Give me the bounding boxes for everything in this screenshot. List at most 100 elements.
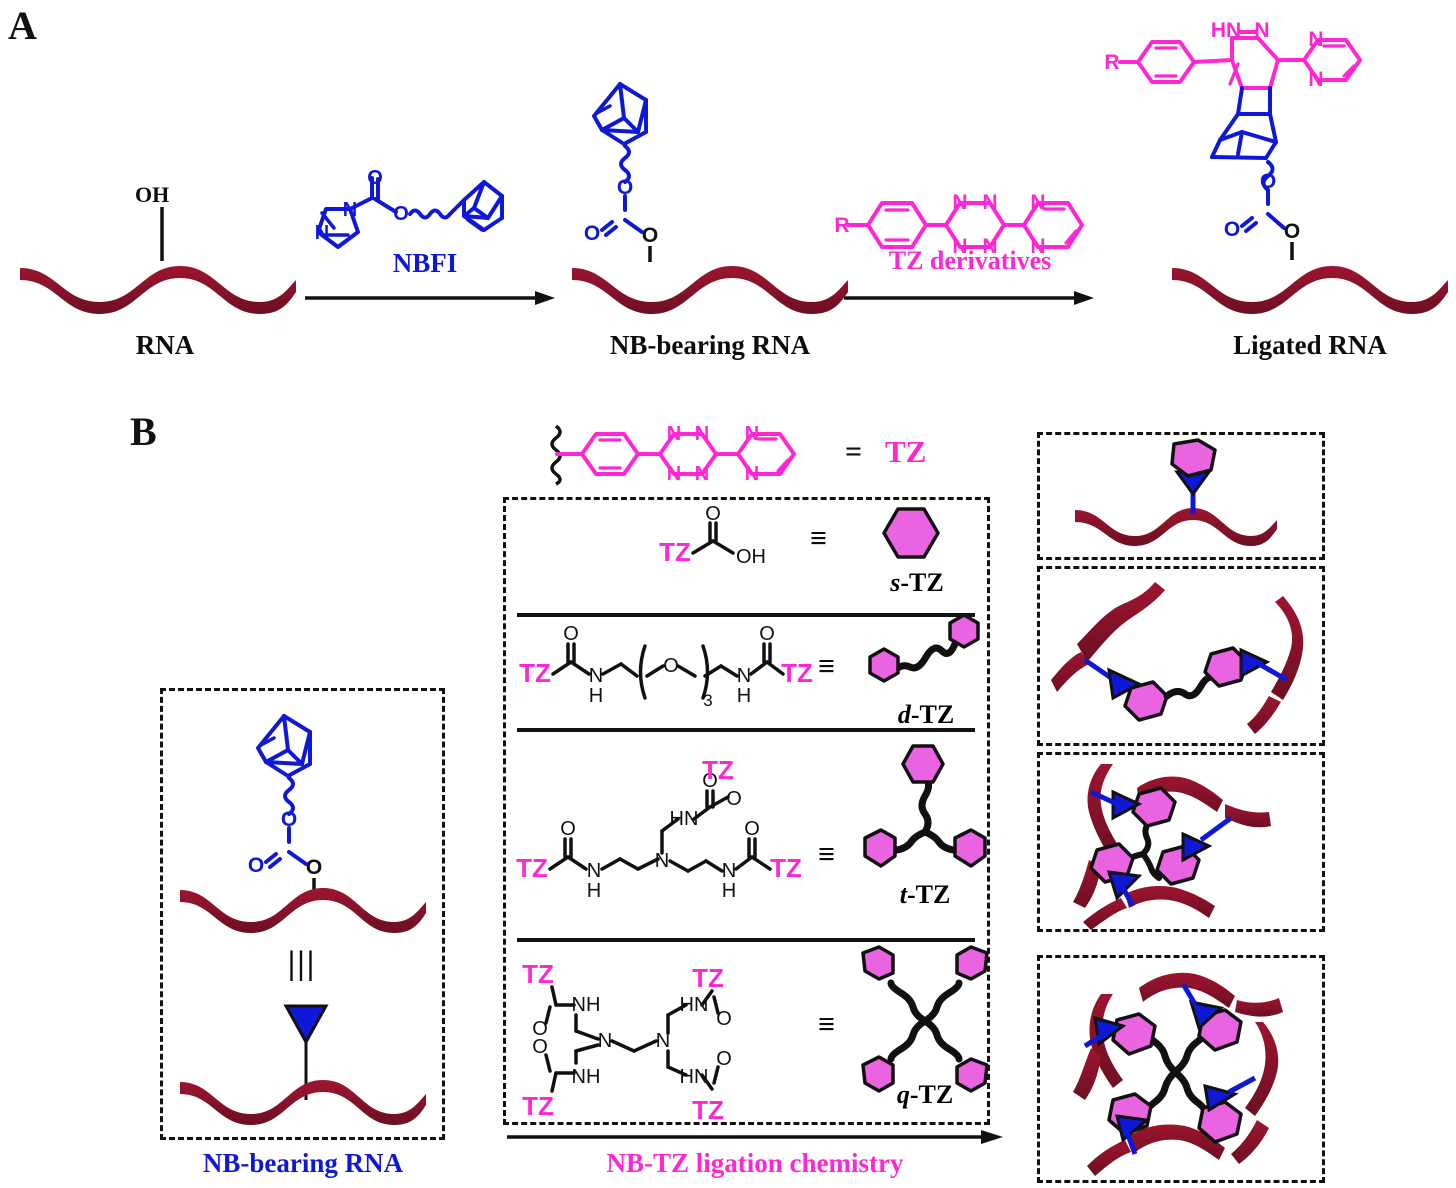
svg-text:O: O [393, 203, 409, 225]
svg-text:TZ: TZ [522, 1091, 554, 1121]
svg-text:H: H [737, 685, 751, 707]
product-t-tz-cartoon [1073, 764, 1271, 930]
ligated-rna-structure: R HN N N N O O O [1104, 19, 1362, 260]
svg-text:N: N [1254, 19, 1269, 42]
svg-text:TZ: TZ [522, 959, 554, 989]
svg-text:HN: HN [670, 808, 699, 830]
svg-text:O: O [1260, 170, 1276, 193]
nb-bearing-structure-b: O O O [248, 714, 322, 896]
svg-text:N: N [656, 1030, 670, 1052]
s-tz-formula: TZ O OH [659, 503, 766, 568]
ligated-rna-label: Ligated RNA [1233, 330, 1387, 360]
t-tz-formula: TZ O N H N HN O O N H O TZ TZ [516, 755, 802, 902]
svg-text:3: 3 [703, 691, 712, 710]
svg-text:O: O [726, 788, 742, 810]
d-tz-name: d-TZ [866, 700, 986, 730]
svg-text:N: N [1030, 235, 1045, 258]
t-tz-equivalence: ≡ [818, 838, 836, 871]
svg-text:TZ: TZ [781, 658, 813, 688]
ligation-chemistry-arrow [507, 1130, 1003, 1144]
d-tz-name-italic: d [897, 700, 911, 729]
svg-text:OH: OH [736, 546, 766, 568]
svg-text:N: N [982, 191, 997, 214]
svg-text:N: N [667, 463, 681, 485]
t-tz-name-italic: t [899, 880, 907, 909]
svg-text:N: N [343, 199, 357, 221]
q-tz-formula: TZ TZ TZ TZ O O NH NH N N HN [522, 959, 732, 1125]
svg-text:O: O [759, 623, 775, 645]
svg-text:N: N [598, 1030, 612, 1052]
ligation-chemistry-label: NB-TZ ligation chemistry [606, 1148, 904, 1178]
svg-text:N: N [745, 423, 759, 445]
s-tz-equivalence: ≡ [810, 522, 828, 555]
svg-text:O: O [248, 854, 264, 877]
s-tz-name: s-TZ [862, 568, 972, 598]
svg-text:O: O [306, 856, 322, 879]
product-d-tz-cartoon [1051, 582, 1304, 734]
tz-derivative-structure: R N N N N N N [834, 191, 1084, 258]
nb-bearing-rna-label-a: NB-bearing RNA [609, 330, 811, 360]
equivalence-symbol-left-box: ||| [287, 945, 317, 982]
svg-text:N: N [745, 463, 759, 485]
s-tz-name-italic: s [890, 568, 901, 597]
svg-text:N: N [695, 463, 709, 485]
tz-row-separator-1 [517, 613, 975, 617]
oh-atom-label: OH [135, 182, 170, 207]
svg-text:H: H [589, 685, 603, 707]
rna-oh-bond [160, 207, 164, 261]
product-s-tz-box [1037, 432, 1325, 560]
svg-text:TZ: TZ [516, 853, 548, 883]
q-tz-name-italic: q [896, 1080, 910, 1109]
t-tz-name: t-TZ [865, 880, 985, 910]
rna-strand-3 [1172, 266, 1448, 314]
nb-bearing-rna-box [160, 688, 445, 1140]
svg-text:H: H [722, 880, 736, 902]
svg-text:N: N [695, 423, 709, 445]
svg-text:O: O [663, 655, 679, 677]
svg-text:NH: NH [572, 994, 601, 1016]
q-tz-cartoon [861, 945, 989, 1093]
svg-text:TZ: TZ [519, 658, 551, 688]
svg-text:O: O [532, 1018, 548, 1040]
tz-legend-equals: = [845, 435, 863, 468]
svg-text:TZ: TZ [692, 1095, 724, 1125]
svg-text:O: O [281, 808, 297, 831]
s-tz-cartoon [882, 507, 940, 559]
tz-derivatives-reagent-label: TZ derivatives [888, 246, 1052, 275]
s-tz-name-rest: -TZ [900, 568, 944, 597]
d-tz-equivalence: ≡ [818, 650, 836, 683]
product-d-tz-box [1037, 566, 1325, 746]
svg-text:O: O [367, 167, 383, 189]
svg-text:O: O [716, 1008, 732, 1030]
panel-b-letter: B [130, 409, 157, 454]
svg-text:O: O [716, 1048, 732, 1070]
reaction-arrow-2 [844, 291, 1094, 305]
tz-derivatives-box [503, 497, 990, 1125]
svg-text:N: N [667, 423, 681, 445]
product-s-tz-cartoon [1075, 438, 1277, 546]
product-t-tz-box [1037, 752, 1325, 932]
nb-bearing-rna-caption: NB-bearing RNA [202, 1148, 404, 1178]
svg-text:N: N [589, 665, 603, 687]
q-tz-equivalence: ≡ [818, 1008, 836, 1041]
svg-text:HN: HN [1211, 19, 1241, 42]
svg-text:R: R [1104, 51, 1119, 74]
tz-legend-structure: N N N N N N [550, 423, 796, 486]
product-q-tz-box [1037, 955, 1325, 1183]
nb-bearing-structure-a: O O O [584, 82, 658, 262]
svg-text:N: N [655, 850, 669, 872]
rna-strand-2 [572, 266, 848, 314]
svg-text:TZ: TZ [659, 537, 691, 567]
svg-text:NH: NH [572, 1066, 601, 1088]
rna-label: RNA [135, 330, 195, 360]
svg-text:O: O [744, 818, 760, 840]
svg-text:N: N [1308, 28, 1323, 51]
svg-text:O: O [532, 1036, 548, 1058]
svg-text:N: N [315, 222, 329, 244]
nbfi-reagent-label: NBFI [392, 248, 458, 278]
svg-text:TZ: TZ [702, 755, 734, 785]
svg-text:TZ: TZ [692, 963, 724, 993]
svg-text:N: N [587, 860, 601, 882]
svg-text:N: N [982, 235, 997, 258]
svg-text:O: O [1284, 220, 1300, 243]
